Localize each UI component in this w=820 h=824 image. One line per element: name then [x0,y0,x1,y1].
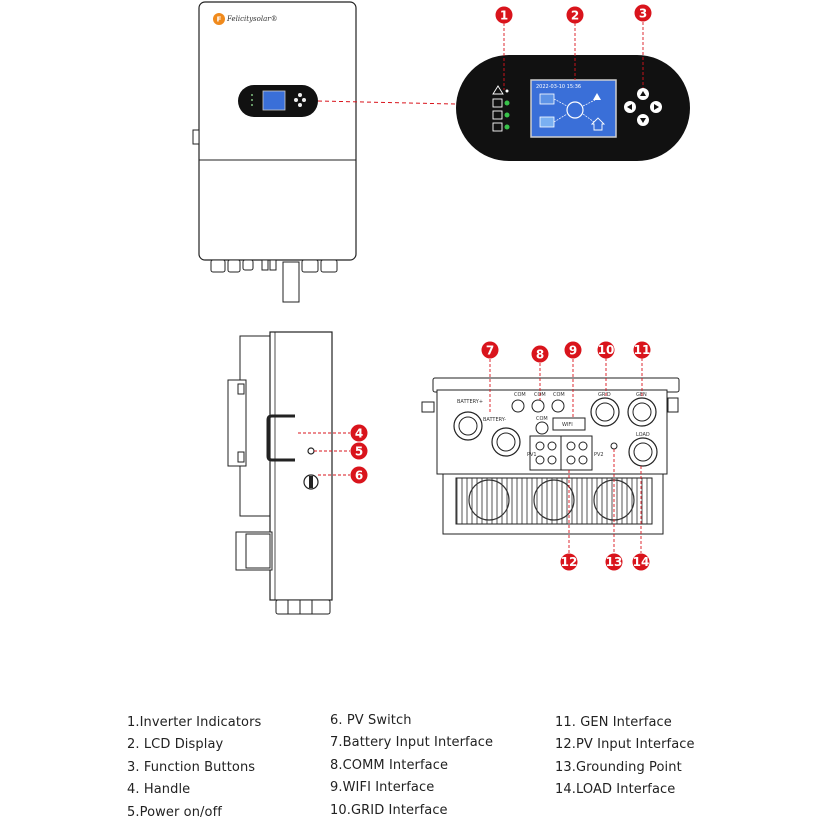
leader-lines [298,22,644,553]
legend-item-8: 8.COMM Interface [330,757,449,773]
callout-9: 9 [564,341,582,359]
callout-1: 1 [495,6,513,24]
grounding-point[interactable] [610,442,618,450]
grid-indicator-icon [492,98,503,108]
grid-interface[interactable]: GRID [590,392,620,427]
grid-label: GRID [598,392,611,398]
callout-7: 7 [481,341,499,359]
lcd-solar-icon [539,93,555,105]
legend-item-3: 3. Function Buttons [127,759,256,775]
lcd-display: 2022-03-10 15:36 [530,79,617,138]
legend-item-11: 11. GEN Interface [555,715,672,730]
comm-label-4: COM [536,416,548,422]
lcd-battery-icon [539,116,555,128]
gen-label: GEN [636,392,647,398]
brand-logo: F Felicitysolar® [213,13,278,25]
callout-12-label: 12 [561,555,578,569]
comm-label-3: COM [553,392,565,398]
lcd-grid-icon [593,93,601,100]
back-button[interactable] [624,101,636,113]
callout-14: 14 [632,553,650,571]
zoom-leader-line [317,100,456,105]
load-label: LOAD [636,432,650,438]
legend-item-6: 6. PV Switch [330,713,412,728]
legend-item-4: 4. Handle [127,782,191,798]
comm-label-1: COM [514,392,526,398]
callout-2-label: 2 [571,9,579,23]
callout-7-label: 7 [486,344,494,358]
enter-button[interactable] [650,101,662,113]
legend-item-2: 2. LCD Display [127,737,224,753]
callout-9-label: 9 [569,344,577,358]
callout-11-label: 11 [634,343,651,357]
battery-indicator-icon [492,122,503,132]
function-buttons[interactable] [624,88,662,126]
legend-column-3: 11. GEN Interface 12.PV Input Interface … [555,712,695,802]
lcd-home-icon [590,117,606,131]
inverter-indicators [492,85,510,132]
callout-6: 6 [350,466,368,484]
callout-4-label: 4 [355,427,363,441]
svg-text:F: F [217,16,222,24]
callout-3-label: 3 [639,7,647,21]
callout-1-label: 1 [500,9,508,23]
callout-10: 10 [597,341,615,359]
legend-item-14: 14.LOAD Interface [555,782,676,798]
side-bottom-glands [275,599,331,615]
gen-interface[interactable]: GEN [627,392,657,427]
power-switch[interactable] [307,447,315,455]
brand-name: Felicitysolar® [226,15,278,23]
pv-switch[interactable] [303,474,319,490]
callout-13: 13 [605,553,623,571]
callouts: 1 2 3 4 5 6 7 8 9 10 11 12 13 14 [350,4,652,571]
legend-column-1: 1.Inverter Indicators 2. LCD Display 3. … [127,712,261,824]
legend-column-2: 6. PV Switch 7.Battery Input Interface 8… [330,710,493,822]
load-interface[interactable]: LOAD [628,432,658,467]
lcd-header-text: 2022-03-10 15:36 [536,84,581,90]
inverter-side-view [227,331,333,615]
inverter-front-view: F Felicitysolar® [192,1,357,303]
inverter-bottom-view: BATTERY+ BATTERY- COM COM COM COM WIFI [421,377,680,535]
callout-8: 8 [531,345,549,363]
control-panel-enlarged: 2022-03-10 15:36 [456,55,690,161]
up-button[interactable] [637,88,649,100]
callout-5: 5 [350,442,368,460]
legend-item-13: 13.Grounding Point [555,759,682,775]
legend-item-9: 9.WIFI Interface [330,780,435,796]
legend-item-10: 10.GRID Interface [330,802,448,818]
legend-item-5: 5.Power on/off [127,804,222,820]
battery-pos-label: BATTERY+ [457,399,483,405]
front-control-panel [238,85,318,117]
legend-item-1: 1.Inverter Indicators [127,715,262,730]
callout-12: 12 [560,553,578,571]
front-bottom-connectors [210,259,338,303]
pv-input-interface[interactable]: PV1 PV2 [527,435,604,471]
pv2-label: PV2 [594,452,604,458]
wifi-label: WIFI [562,422,573,428]
callout-2: 2 [566,6,584,24]
battery-neg-label: BATTERY- [483,417,506,423]
callout-11: 11 [633,341,651,359]
pv1-label: PV1 [527,452,537,458]
callout-10-label: 10 [598,343,615,357]
inverter-indicator-icon [492,110,503,120]
down-button[interactable] [637,114,649,126]
callout-3: 3 [634,4,652,22]
callout-13-label: 13 [606,555,623,569]
callout-8-label: 8 [536,348,544,362]
battery-input-interface[interactable] [453,411,521,457]
wifi-interface[interactable]: WIFI [552,417,586,431]
handle[interactable] [266,414,295,462]
warning-icon [492,85,504,95]
callout-14-label: 14 [633,555,650,569]
legend-item-12: 12.PV Input Interface [555,737,695,753]
callout-4: 4 [350,424,368,442]
callout-5-label: 5 [355,445,363,459]
legend-item-7: 7.Battery Input Interface [330,735,494,751]
callout-6-label: 6 [355,469,363,483]
